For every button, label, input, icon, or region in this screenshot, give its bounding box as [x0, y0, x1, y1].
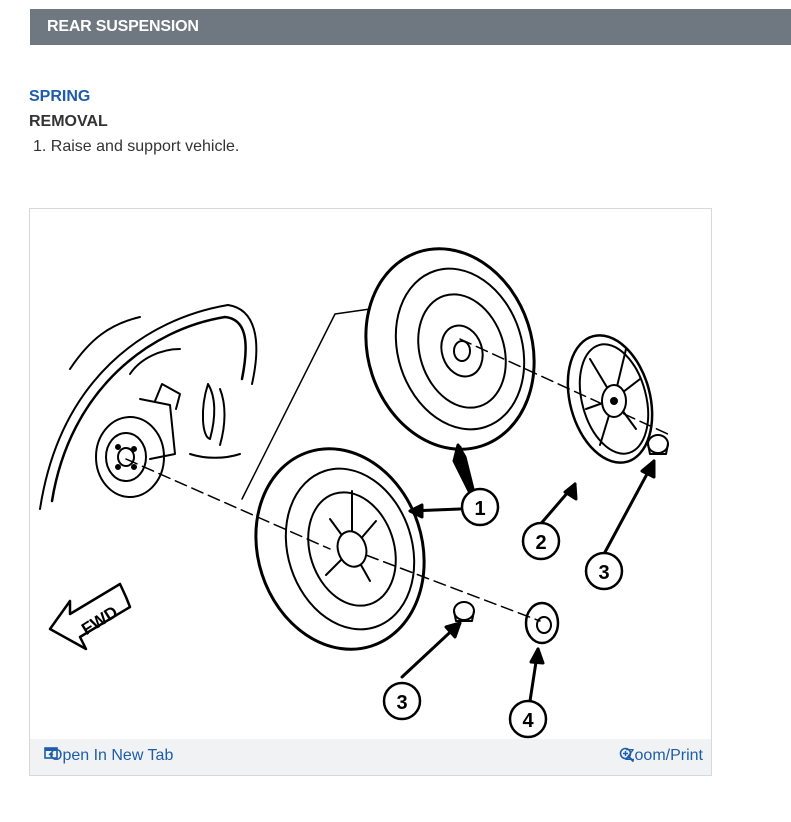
callout-1: 1: [460, 487, 500, 527]
alignment-lines: [125, 338, 671, 622]
callout-3-left: 3: [382, 681, 422, 721]
section-header: REAR SUSPENSION: [30, 9, 791, 45]
lug-nut-lower: [453, 601, 475, 622]
callout-3-right: 3: [584, 551, 624, 591]
wheel-diagram: FWD 1 2 3 3 4: [39, 247, 671, 739]
brake-rotor: [95, 383, 181, 498]
center-cap: [524, 601, 560, 645]
callout-3-left-label: 3: [396, 692, 407, 714]
callout-2-label: 2: [535, 532, 546, 554]
figure-footer: Open In New Tab Zoom/Print: [30, 739, 711, 775]
section-header-title: REAR SUSPENSION: [47, 18, 199, 35]
upper-tire: [364, 247, 536, 451]
fender-outline: [39, 304, 258, 510]
callout-3-right-label: 3: [598, 562, 609, 584]
open-in-new-tab-link[interactable]: Open In New Tab: [44, 747, 173, 765]
figure-container: FWD 1 2 3 3 4 Open In New Tab: [29, 208, 712, 776]
lower-tire: [254, 447, 426, 651]
callout-1-label: 1: [474, 498, 485, 520]
callout-2: 2: [521, 521, 561, 561]
wheel-cover: [566, 334, 654, 464]
procedure-step: 1. Raise and support vehicle.: [33, 138, 240, 155]
open-in-new-tab-label: Open In New Tab: [50, 747, 174, 764]
lug-nut-upper: [647, 434, 669, 455]
zoom-print-link[interactable]: Zoom/Print: [619, 747, 703, 765]
component-title: SPRING: [29, 88, 91, 105]
fwd-arrow-icon: [48, 582, 132, 651]
zoom-print-label: Zoom/Print: [624, 747, 703, 764]
procedure-title: REMOVAL: [29, 113, 108, 130]
callout-4: 4: [508, 699, 548, 739]
callout-4-label: 4: [522, 710, 534, 732]
